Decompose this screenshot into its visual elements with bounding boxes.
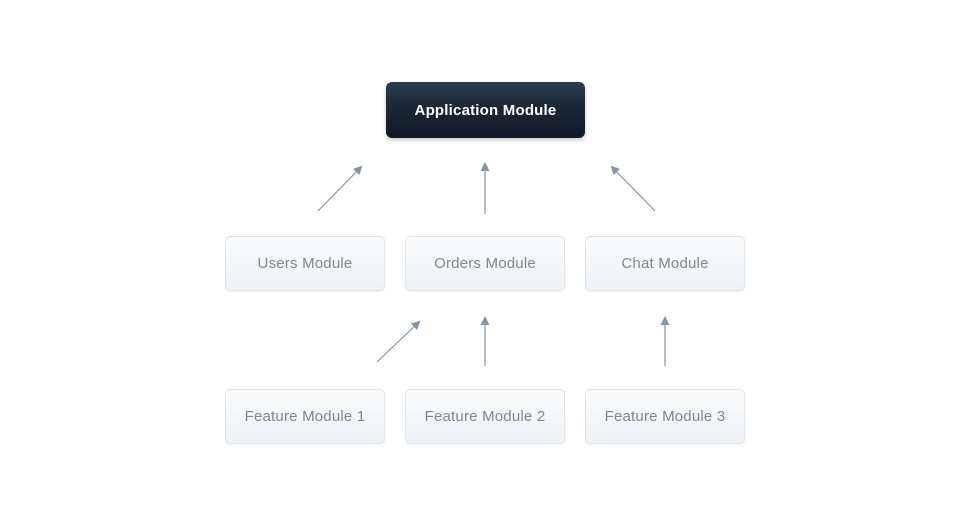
node-orders-module: Orders Module [405, 236, 565, 291]
edge-feature1-to-orders [376, 320, 421, 363]
node-chat-module-label: Chat Module [621, 255, 709, 272]
node-users-module-label: Users Module [257, 255, 353, 272]
node-feature-module-3-label: Feature Module 3 [604, 408, 726, 425]
node-feature-module-2-label: Feature Module 2 [424, 408, 546, 425]
edge-chat-to-application [610, 165, 656, 212]
node-feature-module-1: Feature Module 1 [225, 389, 385, 444]
node-feature-module-1-label: Feature Module 1 [244, 408, 366, 425]
node-feature-module-2: Feature Module 2 [405, 389, 565, 444]
node-chat-module: Chat Module [585, 236, 745, 291]
node-users-module: Users Module [225, 236, 385, 291]
node-orders-module-label: Orders Module [434, 255, 536, 272]
node-feature-module-3: Feature Module 3 [585, 389, 745, 444]
node-application-module: Application Module [386, 82, 585, 138]
node-application-module-label: Application Module [414, 101, 557, 119]
edge-users-to-application [317, 165, 363, 212]
